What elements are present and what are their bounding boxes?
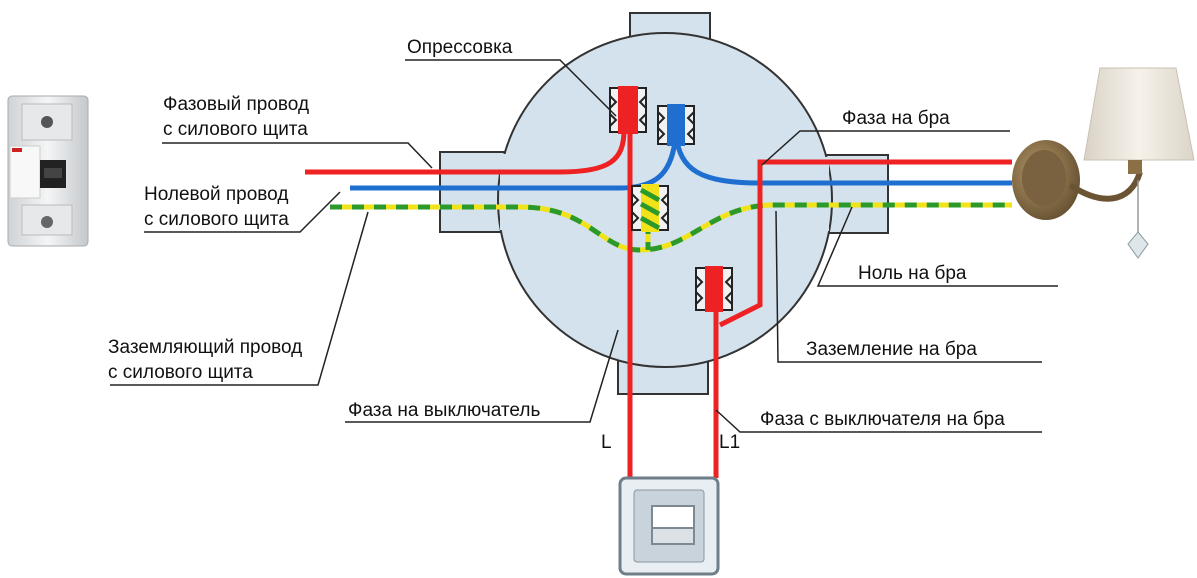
crimp-connector-ground bbox=[631, 184, 669, 232]
label-phase-in-line2: с силового щита bbox=[163, 119, 308, 140]
label-ground-in-line2: с силового щита bbox=[108, 362, 253, 383]
text-labels: Опрессовка Фазовый провод с силового щит… bbox=[108, 37, 1005, 453]
label-crimping: Опрессовка bbox=[407, 37, 513, 58]
light-switch-icon bbox=[618, 476, 720, 576]
crimp-connector-switched-phase bbox=[695, 266, 733, 312]
label-phase-in-line1: Фазовый провод bbox=[163, 94, 309, 115]
label-wire-l1: L1 bbox=[719, 432, 740, 453]
label-phase-from-switch: Фаза с выключателя на бра bbox=[760, 409, 1005, 430]
circuit-breaker-icon bbox=[7, 95, 89, 247]
leader-lines bbox=[110, 59, 1058, 433]
label-neutral-in-line1: Нолевой провод bbox=[144, 184, 288, 205]
label-phase-to-switch: Фаза на выключатель bbox=[348, 400, 540, 421]
crimp-connector-neutral bbox=[657, 104, 695, 146]
crimp-connector-phase bbox=[609, 86, 647, 134]
label-phase-to-sconce: Фаза на бра bbox=[842, 108, 950, 129]
label-ground-in-line1: Заземляющий провод bbox=[108, 337, 302, 358]
label-neutral-in-line2: с силового щита bbox=[144, 209, 289, 230]
label-wire-l: L bbox=[601, 432, 612, 453]
connector-blocks bbox=[609, 86, 733, 312]
label-neutral-to-sconce: Ноль на бра bbox=[858, 263, 967, 284]
wall-sconce-icon bbox=[1012, 67, 1195, 259]
label-ground-to-sconce: Заземление на бра bbox=[806, 339, 977, 360]
